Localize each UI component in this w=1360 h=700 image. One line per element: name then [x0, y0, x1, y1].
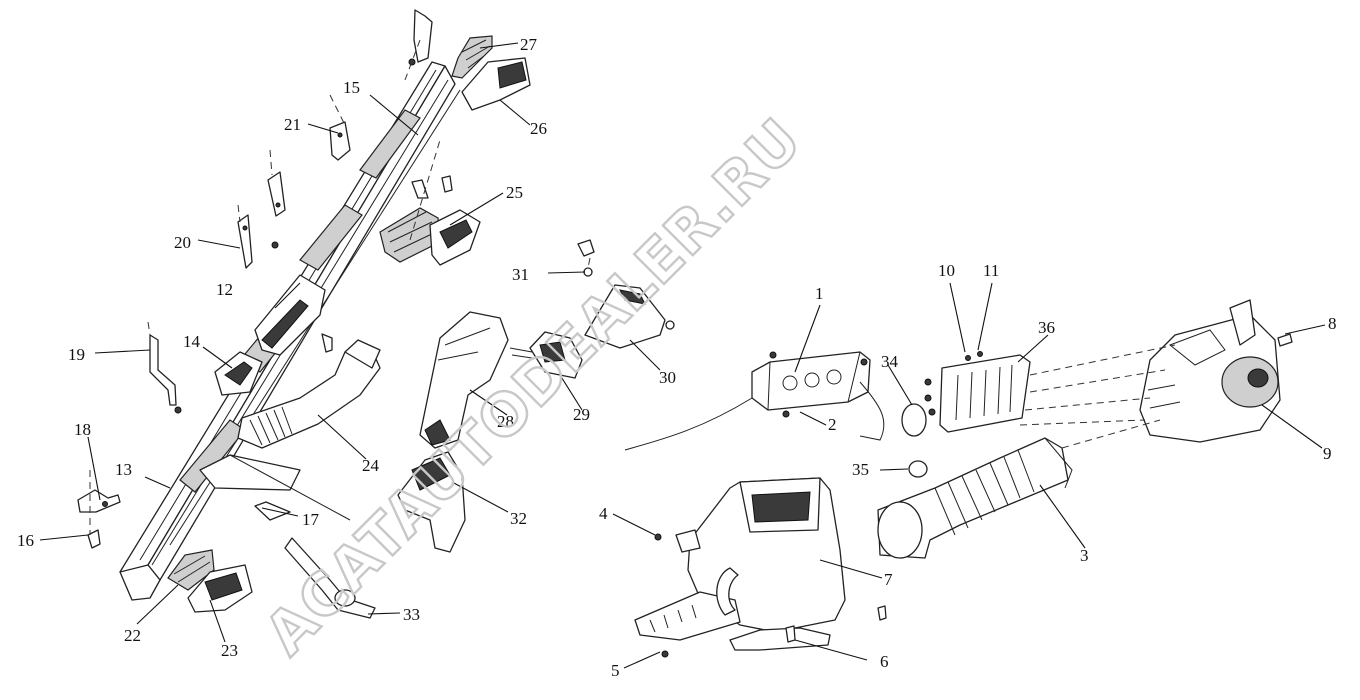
- callout-12: 12: [216, 280, 233, 299]
- callout-26: 26: [530, 119, 547, 138]
- callout-4: 4: [599, 504, 608, 523]
- screws-31: [577, 239, 595, 277]
- bracket-30: [584, 284, 675, 349]
- duct-hose-25: [379, 207, 481, 266]
- callout-11: 11: [983, 261, 999, 280]
- callout-28: 28: [497, 412, 514, 431]
- drain-hose-33: [284, 537, 376, 619]
- callout-1: 1: [815, 284, 824, 303]
- bracket-18: [77, 489, 121, 513]
- heater-unit-7: [634, 477, 887, 658]
- leader-lines: [39, 42, 1326, 669]
- callout-labels: 1 2 3 4 5 6 7 8 9 10 11 12 13 14 15 16 1…: [17, 35, 1337, 680]
- blower-unit-9: [1139, 299, 1293, 443]
- callout-30: 30: [659, 368, 676, 387]
- callout-22: 22: [124, 626, 141, 645]
- callout-32: 32: [510, 509, 527, 528]
- duct-hose-24: [237, 339, 381, 449]
- callout-19: 19: [68, 345, 85, 364]
- callout-27: 27: [520, 35, 538, 54]
- callout-9: 9: [1323, 444, 1332, 463]
- callout-6: 6: [880, 652, 889, 671]
- callout-2: 2: [828, 415, 837, 434]
- callout-25: 25: [506, 183, 523, 202]
- callout-29: 29: [573, 405, 590, 424]
- duct-outlet-23: [187, 564, 253, 613]
- knob-34: [901, 403, 927, 437]
- callout-14: 14: [183, 332, 201, 351]
- callout-35: 35: [852, 460, 869, 479]
- callout-17: 17: [302, 510, 320, 529]
- callout-3: 3: [1080, 546, 1089, 565]
- air-hose-3: [877, 437, 1073, 559]
- callout-20: 20: [174, 233, 191, 252]
- callout-7: 7: [884, 570, 893, 589]
- assembly-lines: [89, 39, 1176, 535]
- vent-outlet-14: [214, 351, 263, 396]
- duct-elbow-26: [461, 57, 531, 111]
- callout-31: 31: [512, 265, 529, 284]
- callout-5: 5: [611, 661, 620, 680]
- top-bracket: [408, 9, 433, 66]
- bracket-21: [267, 121, 351, 217]
- duct-32: [397, 451, 466, 553]
- callout-16: 16: [17, 531, 34, 550]
- switch-29: [509, 331, 583, 379]
- callout-15: 15: [343, 78, 360, 97]
- duct-elbow-27: [451, 35, 493, 79]
- duct-28: [419, 311, 509, 449]
- callout-23: 23: [221, 641, 238, 660]
- callout-18: 18: [74, 420, 91, 439]
- vent-grille-36: [924, 351, 1031, 433]
- callout-21: 21: [284, 115, 301, 134]
- bracket-20: [237, 214, 279, 269]
- callout-13: 13: [115, 460, 132, 479]
- callout-24: 24: [362, 456, 380, 475]
- callout-34: 34: [881, 352, 899, 371]
- duct-outlet-22: [167, 549, 215, 591]
- bracket-19: [149, 334, 182, 414]
- callout-33: 33: [403, 605, 420, 624]
- callout-10: 10: [938, 261, 955, 280]
- callout-36: 36: [1038, 318, 1055, 337]
- control-panel-1: [624, 351, 885, 451]
- cap-35: [908, 460, 928, 478]
- duct-segment-12: [254, 274, 326, 356]
- callout-8: 8: [1328, 314, 1337, 333]
